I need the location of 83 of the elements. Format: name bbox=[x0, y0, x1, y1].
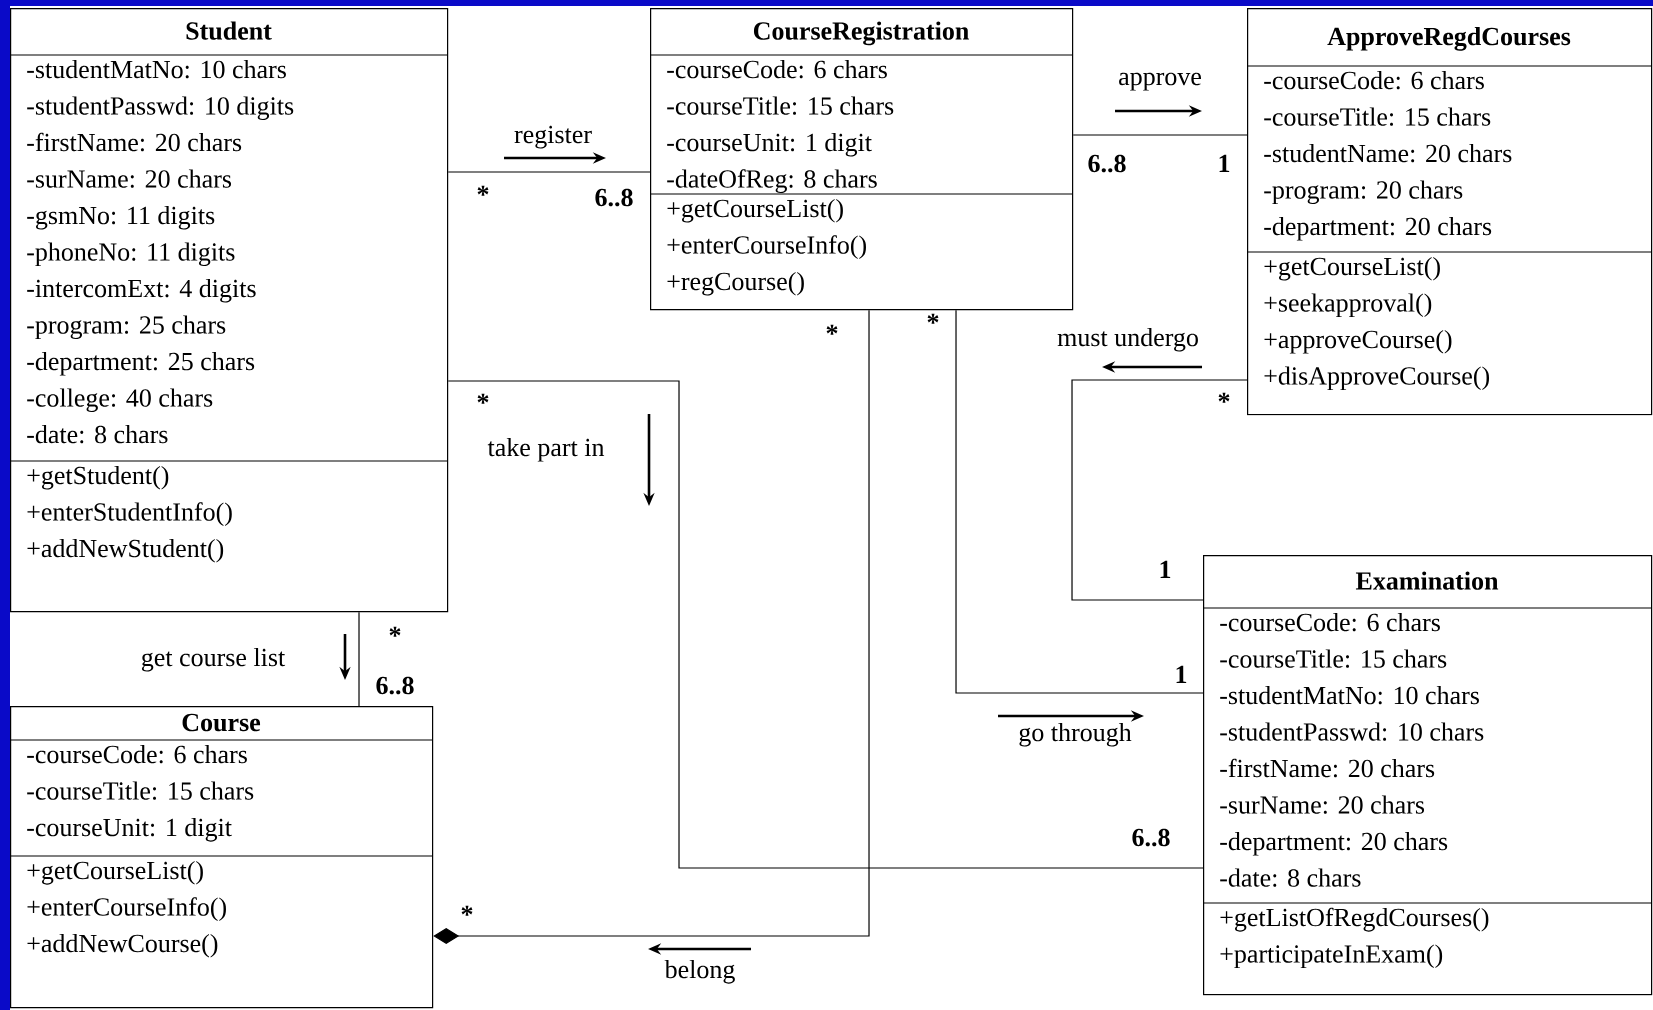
multiplicity-label: 1 bbox=[1176, 665, 1187, 683]
multiplicity-label: * bbox=[461, 905, 473, 916]
association-line bbox=[955, 309, 1204, 694]
method-text: +enterCourseInfo() bbox=[667, 235, 866, 260]
attribute-text: -surName: 20 chars bbox=[27, 169, 232, 188]
attribute-text: -studentName: 20 chars bbox=[1264, 143, 1512, 163]
attribute-text: -phoneNo: 11 digits bbox=[27, 242, 235, 267]
attribute-text: -date: 8 chars bbox=[27, 424, 168, 444]
attribute-text: -college: 40 chars bbox=[27, 388, 213, 413]
association-line bbox=[1071, 379, 1248, 601]
method-text: +approveCourse() bbox=[1264, 329, 1452, 354]
class-name: ApproveRegdCourses bbox=[1327, 26, 1571, 51]
attribute-text: -gsmNo: 11 digits bbox=[27, 205, 215, 230]
attribute-text: -studentMatNo: 10 chars bbox=[1220, 685, 1479, 705]
method-text: +getListOfRegdCourses() bbox=[1220, 907, 1489, 932]
class-name: Course bbox=[182, 713, 261, 732]
attribute-text: -surName: 20 chars bbox=[1220, 795, 1425, 814]
class-box bbox=[1202, 555, 1653, 996]
multiplicity-label: * bbox=[1218, 392, 1230, 403]
multiplicity-label: * bbox=[389, 626, 401, 637]
class-box bbox=[9, 8, 449, 613]
edge-label: go through bbox=[1016, 722, 1134, 747]
method-text: +disApproveCourse() bbox=[1264, 366, 1490, 391]
attribute-text: -program: 20 chars bbox=[1264, 180, 1463, 205]
method-text: +getCourseList() bbox=[1264, 256, 1440, 281]
attribute-text: -department: 20 chars bbox=[1220, 831, 1448, 856]
method-text: +seekapproval() bbox=[1264, 293, 1432, 318]
method-text: +getCourseList() bbox=[667, 198, 843, 223]
method-text: +participateInExam() bbox=[1220, 944, 1443, 969]
multiplicity-label: 6..8 bbox=[595, 188, 633, 207]
multiplicity-label: 6..8 bbox=[376, 676, 414, 695]
class-name: Student bbox=[186, 21, 272, 40]
attribute-text: -courseCode: 6 chars bbox=[1220, 612, 1440, 632]
attribute-text: -date: 8 chars bbox=[1220, 868, 1361, 887]
multiplicity-label: * bbox=[477, 185, 489, 196]
attribute-text: -studentPasswd: 10 chars bbox=[1220, 722, 1484, 741]
multiplicity-label: 1 bbox=[1160, 560, 1171, 578]
attribute-text: -department: 25 chars bbox=[27, 351, 255, 376]
attribute-text: -courseUnit: 1 digit bbox=[27, 817, 232, 842]
attribute-text: -courseCode: 6 chars bbox=[667, 59, 887, 79]
class-name: CourseRegistration bbox=[753, 21, 969, 46]
class-name: Examination bbox=[1355, 571, 1499, 590]
method-text: +regCourse() bbox=[667, 271, 804, 296]
edge-label: get course list bbox=[138, 647, 288, 672]
association-line bbox=[433, 309, 870, 944]
multiplicity-label: * bbox=[927, 313, 939, 324]
association-line bbox=[447, 171, 651, 173]
multiplicity-label: 6..8 bbox=[1132, 828, 1170, 847]
association-line bbox=[1072, 134, 1248, 136]
method-text: +addNewCourse() bbox=[27, 934, 218, 958]
multiplicity-label: * bbox=[477, 393, 489, 404]
class-box bbox=[9, 706, 434, 1009]
attribute-text: -studentMatNo: 10 chars bbox=[27, 59, 286, 79]
multiplicity-label: 6..8 bbox=[1088, 154, 1126, 173]
class-box bbox=[1246, 8, 1653, 416]
class-box bbox=[649, 8, 1074, 311]
attribute-text: -courseCode: 6 chars bbox=[1264, 70, 1484, 90]
attribute-text: -courseTitle: 15 chars bbox=[1220, 649, 1447, 668]
attribute-text: -department: 20 chars bbox=[1264, 216, 1492, 241]
attribute-text: -firstName: 20 chars bbox=[27, 132, 242, 152]
method-text: +getCourseList() bbox=[27, 860, 203, 885]
association-line bbox=[447, 380, 1204, 869]
method-text: +getStudent() bbox=[27, 465, 169, 490]
attribute-text: -courseTitle: 15 chars bbox=[27, 781, 254, 800]
attribute-text: -firstName: 20 chars bbox=[1220, 758, 1435, 778]
attribute-text: -courseTitle: 15 chars bbox=[667, 96, 894, 115]
attribute-text: -courseTitle: 15 chars bbox=[1264, 107, 1491, 126]
attribute-text: -intercomExt: 4 digits bbox=[27, 278, 256, 303]
multiplicity-label: 1 bbox=[1219, 154, 1230, 172]
edge-label: belong bbox=[662, 960, 738, 984]
edge-label: must undergo bbox=[1055, 327, 1201, 352]
edge-label: approve bbox=[1116, 67, 1204, 91]
method-text: +enterCourseInfo() bbox=[27, 897, 226, 922]
method-text: +addNewStudent() bbox=[27, 538, 224, 563]
attribute-text: -courseCode: 6 chars bbox=[27, 744, 247, 764]
attribute-text: -courseUnit: 1 digit bbox=[667, 132, 872, 157]
attribute-text: -program: 25 chars bbox=[27, 315, 226, 340]
edge-label: take part in bbox=[485, 437, 607, 462]
attribute-text: -studentPasswd: 10 digits bbox=[27, 96, 294, 121]
attribute-text: -dateOfReg: 8 chars bbox=[667, 169, 877, 194]
method-text: +enterStudentInfo() bbox=[27, 502, 232, 527]
association-line bbox=[358, 611, 360, 707]
edge-label: register bbox=[512, 125, 594, 149]
